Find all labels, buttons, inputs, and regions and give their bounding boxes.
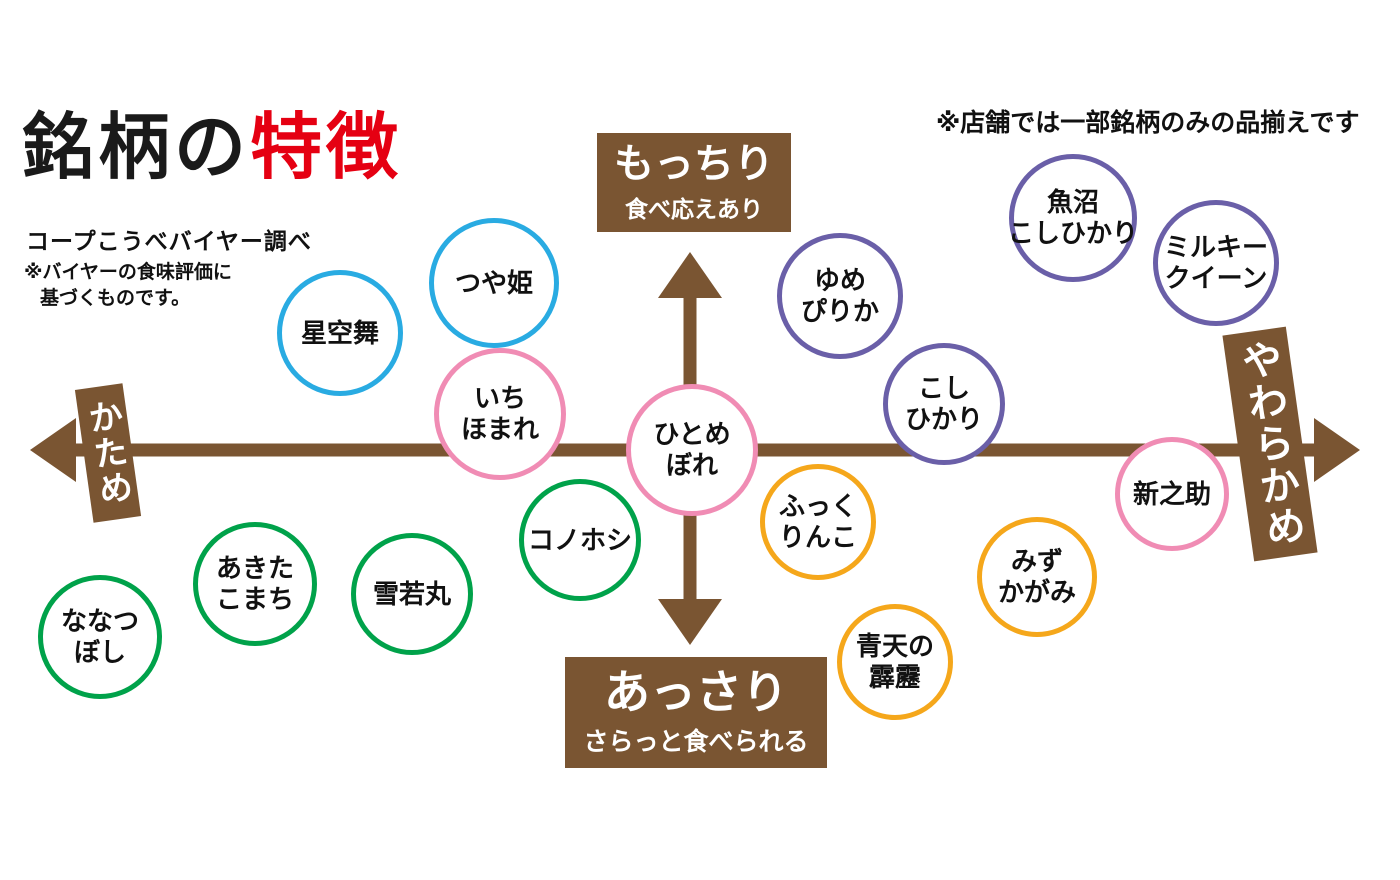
brand-circle-konohoshi: コノホシ xyxy=(519,479,641,601)
brand-label: 星空舞 xyxy=(300,317,379,348)
brand-circle-akitakomachi: あきたこまち xyxy=(193,522,317,646)
page-title-red: 特徴 xyxy=(250,108,403,188)
page-title-black: 銘柄の xyxy=(22,108,251,188)
brand-label: ゆめぴりか xyxy=(800,265,879,326)
brand-circle-shinnosuke: 新之助 xyxy=(1115,437,1229,551)
buyer-note: ※バイヤーの食味評価に 基づくものです。 xyxy=(24,260,232,311)
brand-circle-uonuma-koshihikari: 魚沼こしひかり xyxy=(1008,154,1139,282)
brand-circle-fukkurinko: ふっくりんこ xyxy=(760,464,876,580)
brand-label: 雪若丸 xyxy=(372,578,451,609)
axis-top-line2: 食べ応えあり xyxy=(625,195,763,222)
brand-label: 青天の霹靂 xyxy=(855,631,934,692)
axis-label-top: もっちり 食べ応えあり xyxy=(597,133,791,232)
buyer-note-line1: ※バイヤーの食味評価に xyxy=(24,262,232,283)
axis-bottom-line2: さらっと食べられる xyxy=(583,728,809,757)
brand-label: いちほまれ xyxy=(460,383,539,444)
brand-label: つや姫 xyxy=(454,267,533,298)
brand-label: みずかがみ xyxy=(997,546,1076,607)
brand-label: ななつぼし xyxy=(60,606,139,667)
brand-label: あきたこまち xyxy=(215,553,294,614)
brand-circle-seiten-no-hekireki: 青天の霹靂 xyxy=(837,604,953,720)
brand-label: 魚沼こしひかり xyxy=(1008,187,1139,248)
axis-top-line1: もっちり xyxy=(614,141,774,186)
brand-circle-mizukagami: みずかがみ xyxy=(977,517,1097,637)
brand-circle-koshihikari: こしひかり xyxy=(883,343,1005,465)
brand-label: ミルキークイーン xyxy=(1163,232,1268,293)
brand-label: 新之助 xyxy=(1132,478,1211,509)
brand-circle-milky-queen: ミルキークイーン xyxy=(1153,200,1279,326)
subtitle: コープこうべバイヤー調べ xyxy=(26,228,312,254)
store-note: ※店舗では一部銘柄のみの品揃えです xyxy=(936,109,1360,137)
page-title: 銘柄の特徴 xyxy=(22,112,402,184)
brand-circle-yukiwakamaru: 雪若丸 xyxy=(351,533,473,655)
axis-bottom-line1: あっさり xyxy=(604,665,788,718)
brand-circle-yumepirika: ゆめぴりか xyxy=(777,233,903,359)
brand-circle-tsuyahime: つや姫 xyxy=(429,218,559,348)
brand-circle-hoshizoramai: 星空舞 xyxy=(277,270,403,396)
axis-label-bottom: あっさり さらっと食べられる xyxy=(565,657,827,768)
brand-circle-ichihomare: いちほまれ xyxy=(434,348,566,480)
brand-label: こしひかり xyxy=(904,373,983,434)
brand-label: コノホシ xyxy=(527,524,632,555)
brand-label: ひとめぼれ xyxy=(653,419,731,480)
buyer-note-line2: 基づくものです。 xyxy=(40,287,191,309)
brand-circle-hitomebore: ひとめぼれ xyxy=(626,384,758,516)
brand-label: ふっくりんこ xyxy=(778,491,857,552)
brand-circle-nanatsuboshi: ななつぼし xyxy=(38,575,162,699)
